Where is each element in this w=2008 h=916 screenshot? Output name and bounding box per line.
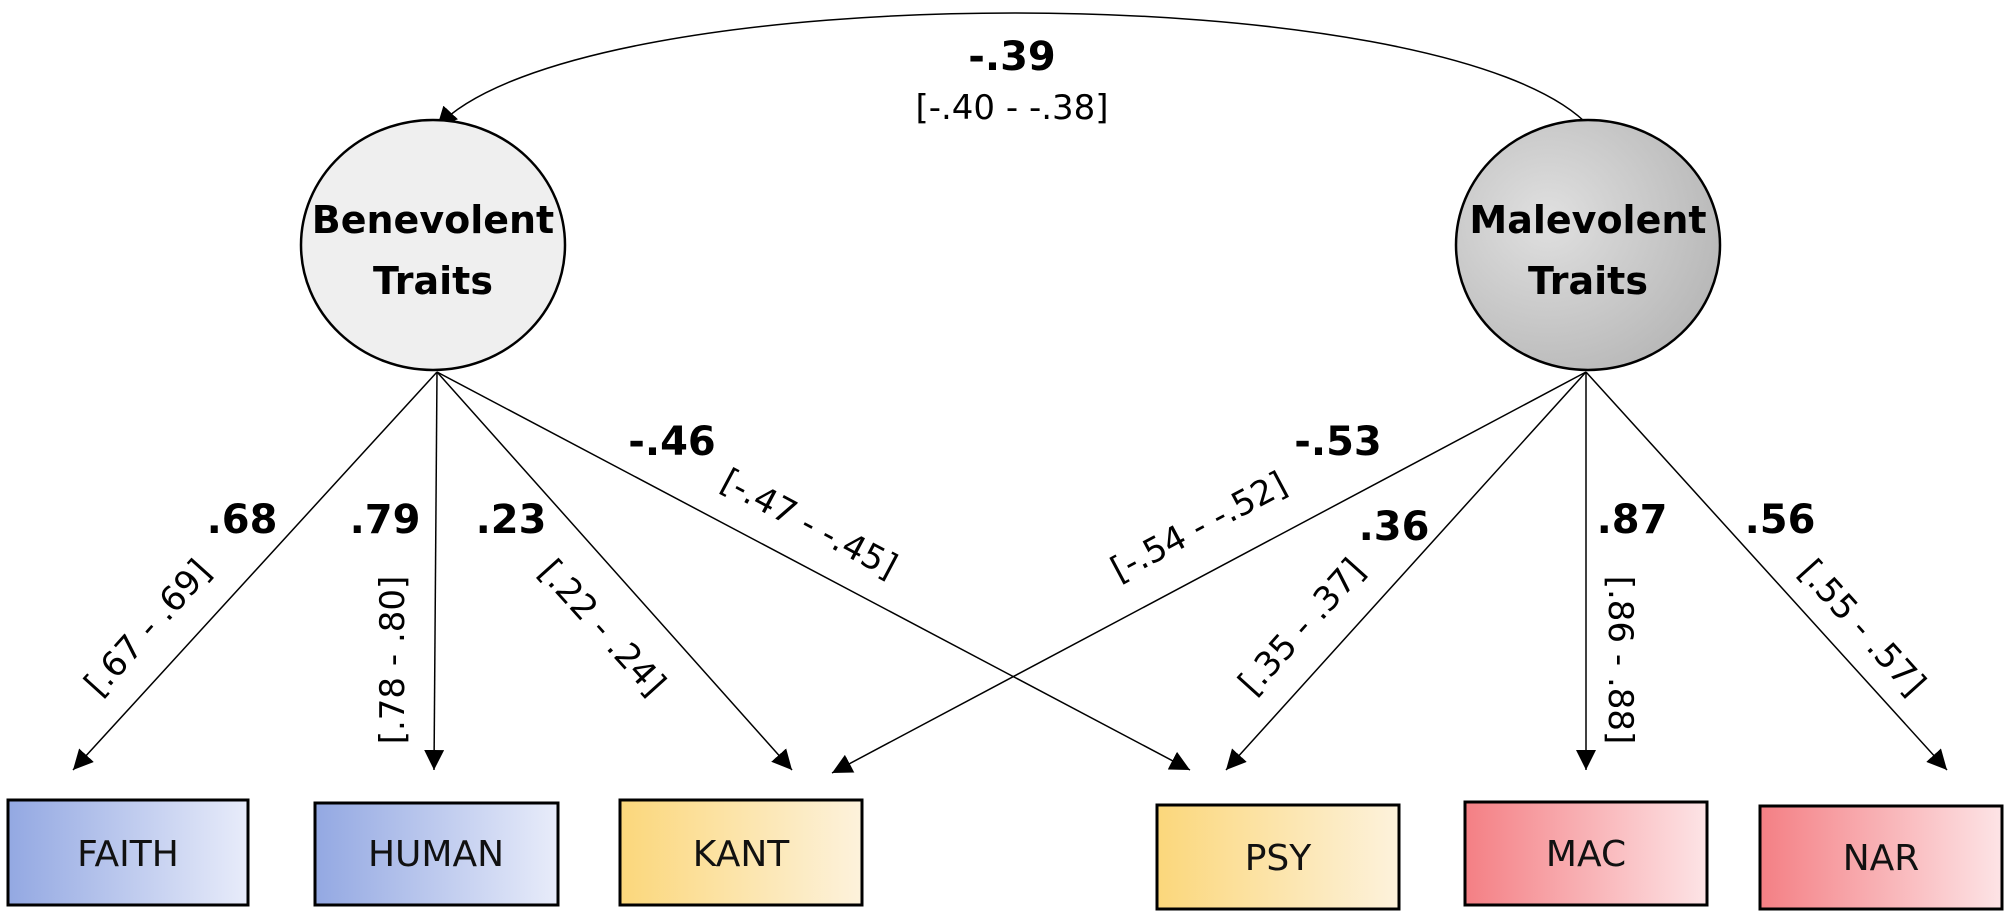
observed-kant-label: KANT [693, 834, 791, 875]
loading-ci-human: [.78 - .80] [373, 576, 413, 745]
loading-value-psy-malevolent: .36 [1359, 504, 1430, 550]
observed-mac: MAC [1463, 800, 1709, 907]
covariance-ci: [-.40 - -.38] [915, 88, 1108, 128]
path-benevolent-psy [436, 371, 1191, 771]
loading-value-kant-benevolent: .23 [476, 497, 547, 543]
loading-ci-faith: [.67 - .69] [77, 552, 220, 704]
observed-kant: KANT [618, 798, 864, 907]
latent-malevolent-label-line1: Malevolent [1469, 198, 1706, 242]
loading-ci-kant-malevolent: [-.54 - -.52] [1104, 464, 1293, 590]
loading-value-kant-malevolent: -.53 [1294, 419, 1381, 465]
loading-value-psy-benevolent: -.46 [628, 419, 715, 465]
latent-benevolent-label-line2: Traits [373, 259, 493, 303]
observed-faith-box [6, 798, 250, 907]
loading-value-nar: .56 [1745, 497, 1816, 543]
loading-value-human: .79 [350, 497, 421, 543]
latent-benevolent-label-line1: Benevolent [312, 198, 554, 242]
loading-ci-kant-benevolent: [.22 - .24] [531, 552, 674, 704]
path-benevolent-human [424, 371, 445, 771]
path-benevolent-faith [72, 371, 438, 771]
loading-ci-nar: [.55 - .57] [1791, 552, 1934, 704]
observed-psy: PSY [1155, 803, 1401, 911]
loading-ci-mac: [.86 - .88] [1600, 576, 1640, 745]
observed-nar: NAR [1758, 804, 2004, 911]
path-benevolent-kant [436, 371, 793, 771]
path-malevolent-psy [1225, 371, 1587, 771]
covariance-value: -.39 [968, 34, 1055, 80]
observed-mac-box [1463, 800, 1709, 907]
observed-faith: FAITH [6, 798, 250, 907]
path-malevolent-kant [831, 371, 1587, 774]
observed-human: HUMAN [313, 801, 560, 907]
observed-faith-label: FAITH [77, 834, 179, 875]
loading-value-faith: .68 [207, 497, 278, 543]
observed-nar-label: NAR [1843, 838, 1920, 879]
observed-mac-label: MAC [1546, 834, 1626, 875]
covariance-arc [436, 12, 1611, 149]
observed-human-label: HUMAN [368, 834, 504, 875]
path-malevolent-nar [1585, 371, 1948, 771]
observed-nar-box [1758, 804, 2004, 911]
observed-kant-box [618, 798, 864, 907]
observed-human-box [313, 801, 560, 907]
latent-malevolent: Malevolent Traits [1454, 118, 1722, 372]
loading-value-mac: .87 [1597, 497, 1668, 543]
latent-benevolent-ellipse [299, 118, 567, 372]
latent-malevolent-ellipse [1454, 118, 1722, 372]
latent-benevolent: Benevolent Traits [299, 118, 567, 372]
observed-psy-label: PSY [1245, 838, 1313, 879]
loading-ci-psy-malevolent: [.35 - .37] [1231, 551, 1374, 703]
latent-malevolent-label-line2: Traits [1528, 259, 1648, 303]
observed-psy-box [1155, 803, 1401, 911]
